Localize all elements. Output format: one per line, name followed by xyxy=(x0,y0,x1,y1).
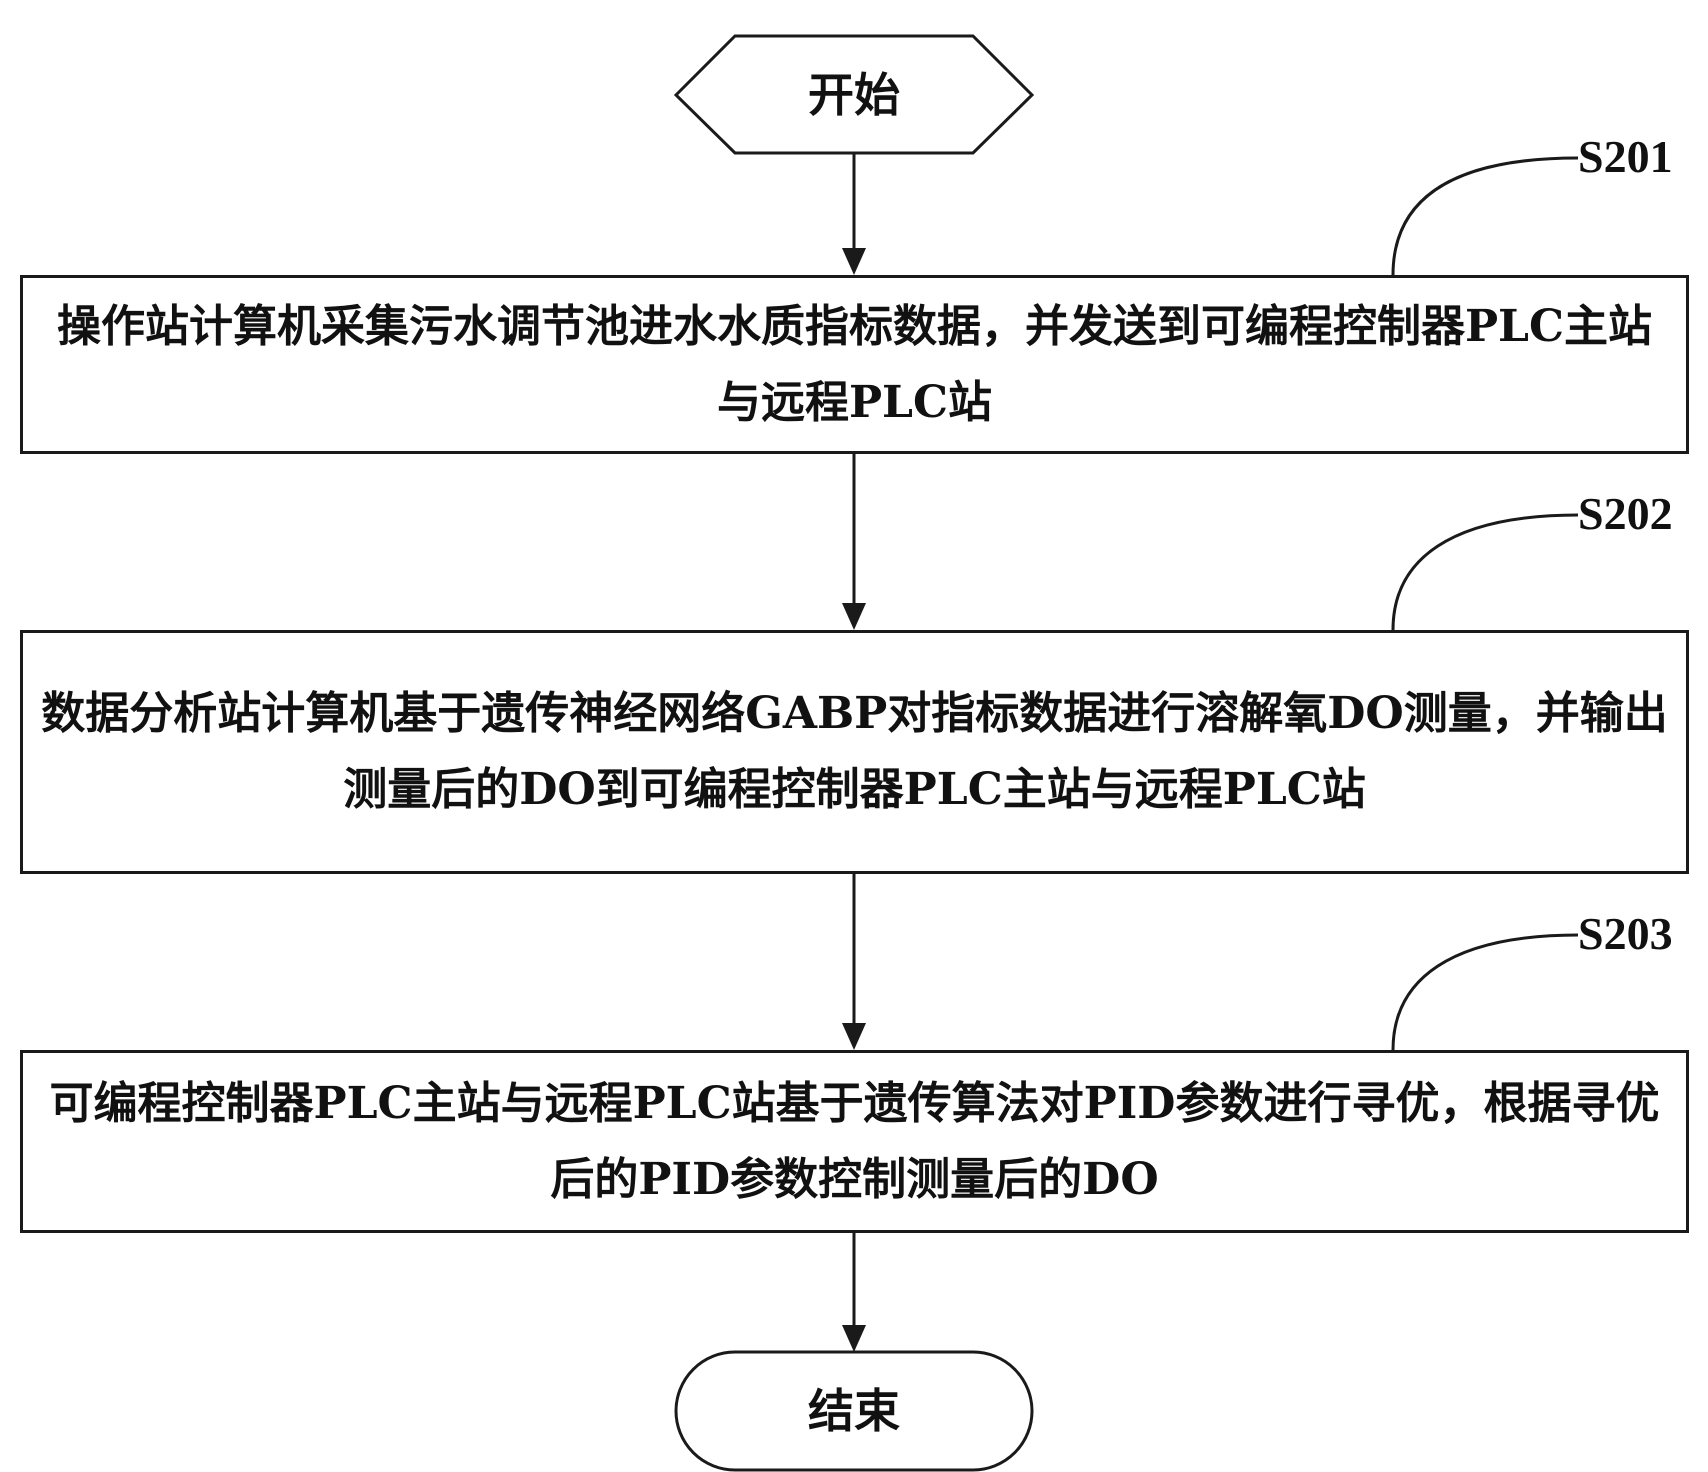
step-box-s203: 可编程控制器PLC主站与远程PLC站基于遗传算法对PID参数进行寻优，根据寻优后… xyxy=(20,1050,1689,1233)
step-text-s203: 可编程控制器PLC主站与远程PLC站基于遗传算法对PID参数进行寻优，根据寻优后… xyxy=(49,1077,1660,1205)
arrow-s201-to-s202 xyxy=(842,454,866,630)
arrow-s202-to-s203 xyxy=(842,874,866,1050)
arrow-s203-to-end xyxy=(842,1233,866,1352)
leader-s203 xyxy=(1391,933,1579,1051)
arrow-start-to-s201 xyxy=(842,153,866,275)
leader-s202 xyxy=(1391,513,1579,631)
step-box-s201: 操作站计算机采集污水调节池进水水质指标数据，并发送到可编程控制器PLC主站与远程… xyxy=(20,275,1689,454)
start-label: 开始 xyxy=(808,68,900,122)
step-id-s203: S203 xyxy=(1578,908,1673,959)
leader-s201 xyxy=(1391,156,1579,276)
step-text-s201: 操作站计算机采集污水调节池进水水质指标数据，并发送到可编程控制器PLC主站与远程… xyxy=(56,300,1653,428)
step-id-s201: S201 xyxy=(1578,131,1673,182)
step-id-s202: S202 xyxy=(1578,488,1673,539)
step-text-s202: 数据分析站计算机基于遗传神经网络GABP对指标数据进行溶解氧DO测量，并输出测量… xyxy=(41,688,1668,815)
start-terminal-shape xyxy=(673,34,1035,155)
end-label: 结束 xyxy=(808,1384,900,1438)
step-box-s202: 数据分析站计算机基于遗传神经网络GABP对指标数据进行溶解氧DO测量，并输出测量… xyxy=(20,630,1689,874)
